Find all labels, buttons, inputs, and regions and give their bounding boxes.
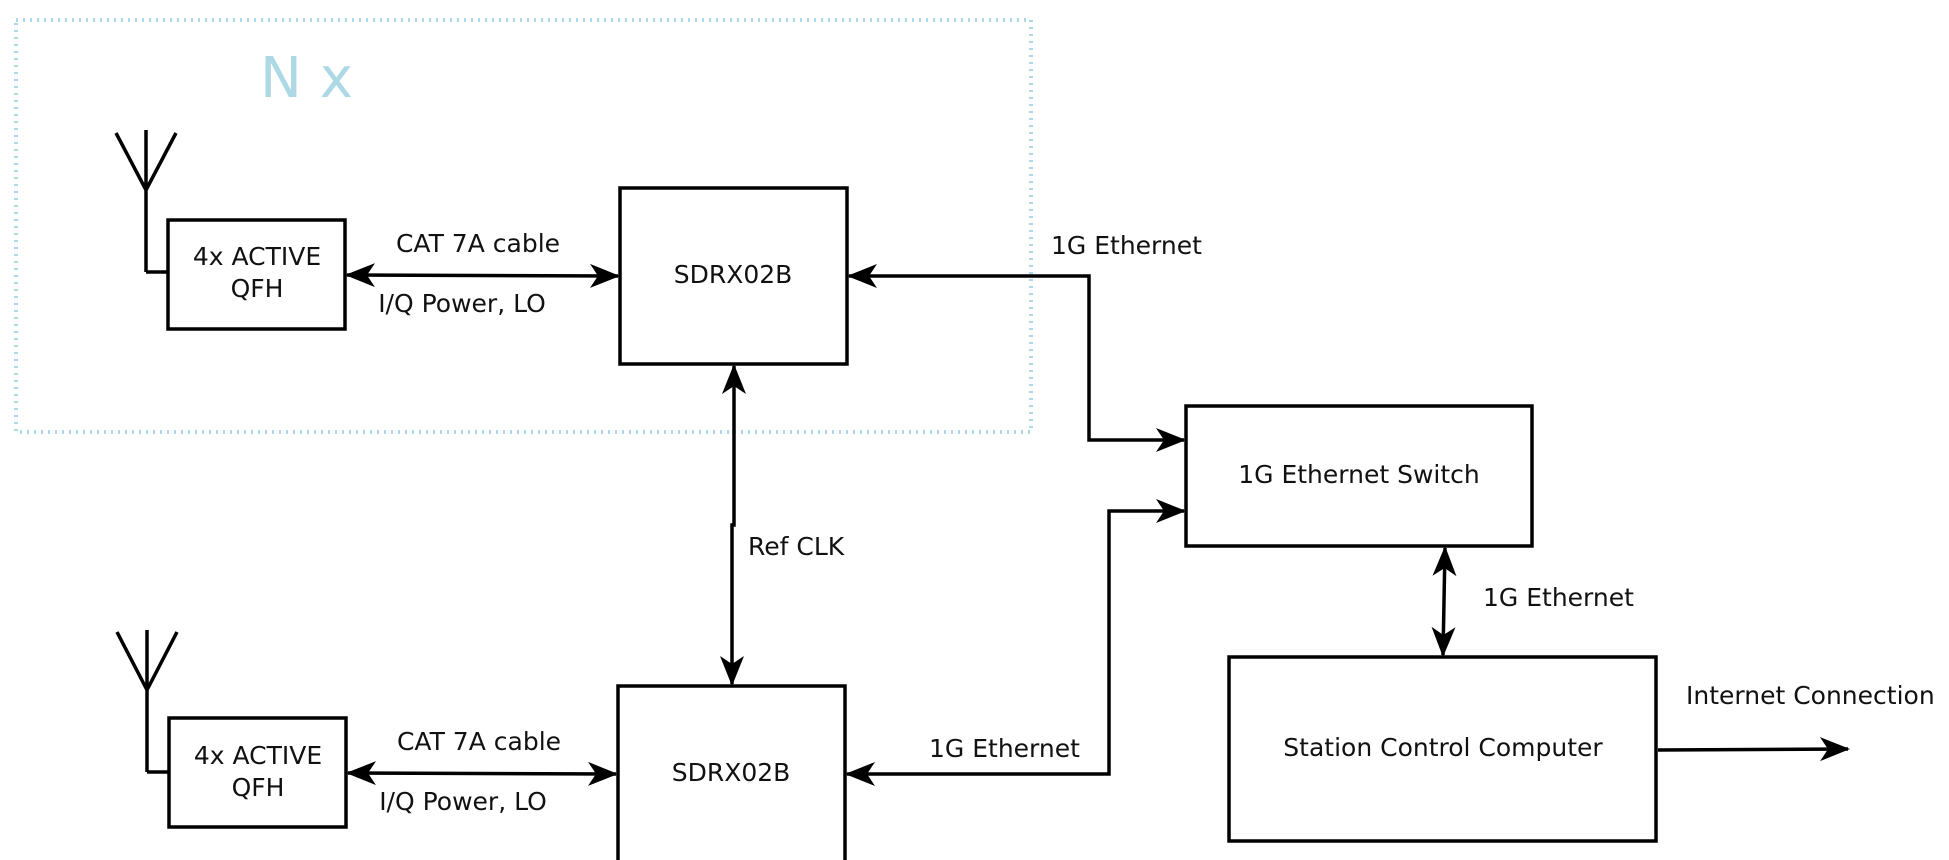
ethernet-connector-switch-computer [1431,546,1457,657]
ethernet-switch-label: 1G Ethernet Switch [1238,460,1480,489]
ethernet-bottom-label: 1G Ethernet [929,734,1080,763]
sdrx02b-bottom-label: SDRX02B [672,758,791,787]
station-control-computer-box [1227,655,1658,843]
qfh-bottom-label-line1: 4x ACTIVE [194,741,322,770]
ethernet-switch-computer-label: 1G Ethernet [1483,583,1634,612]
station-control-computer-label: Station Control Computer [1283,733,1603,762]
ethernet-top-label: 1G Ethernet [1051,231,1202,260]
cable-connector-bottom [346,761,618,786]
qfh-top-label-line2: QFH [231,274,284,303]
refclk-connector [720,364,746,686]
active-qfh-box-bottom [167,716,348,829]
active-qfh-box-top [166,218,347,331]
cable-bottom-label: CAT 7A cable [397,727,561,756]
cable-connector-top [345,263,620,288]
antenna-icon [114,130,178,274]
group-multiplier-label: N x [260,46,353,111]
internet-connection-label: Internet Connection [1686,681,1935,710]
cable-top-label: CAT 7A cable [396,229,560,258]
cable-top-sublabel: I/Q Power, LO [378,289,546,318]
ethernet-connector-bottom [845,499,1186,786]
sdrx02b-top-label: SDRX02B [674,260,793,289]
ethernet-switch-box [1184,404,1534,548]
internet-connection-arrow [1657,737,1850,762]
ethernet-connector-top [847,264,1186,452]
antenna-icon [115,630,179,774]
cable-bottom-sublabel: I/Q Power, LO [379,787,547,816]
qfh-top-label-line1: 4x ACTIVE [193,242,321,271]
refclk-label: Ref CLK [748,532,845,561]
replicated-group-frame [14,18,1033,434]
qfh-bottom-label-line2: QFH [232,773,285,802]
